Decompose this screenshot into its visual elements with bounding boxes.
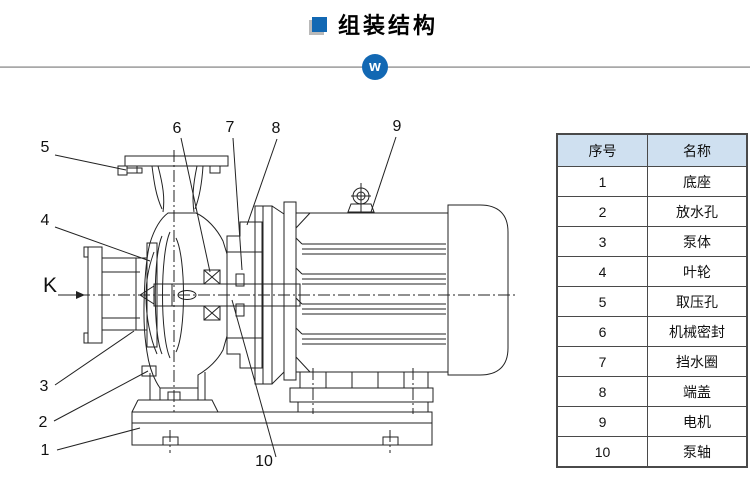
water-slinger-ring [235, 273, 245, 317]
part-index: 1 [556, 166, 648, 197]
eye-bolt [347, 186, 375, 213]
end-cover [226, 221, 263, 369]
parts-table: 序号 名称 1 底座 2 放水孔 3 泵体 4 叶轮 5 取压孔 6 机械 [556, 133, 748, 468]
table-row: 7 挡水圈 [556, 346, 748, 377]
k-label: K [43, 274, 57, 297]
part-name: 底座 [647, 166, 748, 197]
part-name: 取压孔 [647, 286, 748, 317]
volute-casing [141, 212, 228, 401]
part-name: 挡水圈 [647, 346, 748, 377]
table-row: 3 泵体 [556, 226, 748, 257]
part-index: 6 [556, 316, 648, 347]
table-row: 8 端盖 [556, 376, 748, 407]
page-title: 组装结构 [337, 13, 438, 38]
title-bullet-icon [311, 16, 327, 32]
part-name: 叶轮 [647, 256, 748, 287]
part-name: 电机 [647, 406, 748, 437]
callout-3: 3 [40, 378, 49, 395]
suction-flange [83, 246, 147, 344]
part-index: 10 [556, 436, 648, 468]
col-header-index: 序号 [556, 133, 648, 167]
table-row: 4 叶轮 [556, 256, 748, 287]
col-header-name: 名称 [647, 133, 748, 167]
callout-2: 2 [39, 414, 48, 431]
impeller [139, 231, 184, 359]
callout-4: 4 [41, 212, 50, 229]
table-row: 5 取压孔 [556, 286, 748, 317]
callout-9: 9 [393, 118, 402, 135]
part-name: 泵体 [647, 226, 748, 257]
motor-body [295, 204, 509, 376]
motor-feet [289, 371, 434, 413]
callout-1: 1 [41, 442, 50, 459]
part-index: 8 [556, 376, 648, 407]
bearing-bracket [254, 201, 297, 385]
table-row: 2 放水孔 [556, 196, 748, 227]
table-row: 1 底座 [556, 166, 748, 197]
callout-10: 10 [255, 453, 273, 470]
part-index: 7 [556, 346, 648, 377]
leader-lines [53, 136, 397, 458]
part-index: 4 [556, 256, 648, 287]
page-header: 组装结构 [0, 8, 750, 40]
part-index: 2 [556, 196, 648, 227]
flow-direction-arrow [58, 291, 85, 299]
table-row: 10 泵轴 [556, 436, 748, 468]
table-row: 6 机械密封 [556, 316, 748, 347]
part-name: 泵轴 [647, 436, 748, 468]
w-badge-icon: w [362, 54, 388, 80]
part-name: 端盖 [647, 376, 748, 407]
discharge-flange [117, 155, 229, 213]
mechanical-seal [203, 269, 221, 321]
part-index: 3 [556, 226, 648, 257]
table-row: 9 电机 [556, 406, 748, 437]
part-name: 放水孔 [647, 196, 748, 227]
part-index: 9 [556, 406, 648, 437]
callout-7: 7 [226, 119, 235, 136]
callout-8: 8 [272, 120, 281, 137]
callout-6: 6 [173, 120, 182, 137]
part-index: 5 [556, 286, 648, 317]
base-plate [131, 372, 433, 446]
motor-fins [295, 237, 446, 345]
part-name: 机械密封 [647, 316, 748, 347]
parts-table-header-row: 序号 名称 [556, 133, 748, 167]
callout-5: 5 [41, 139, 50, 156]
center-lines [58, 150, 515, 453]
